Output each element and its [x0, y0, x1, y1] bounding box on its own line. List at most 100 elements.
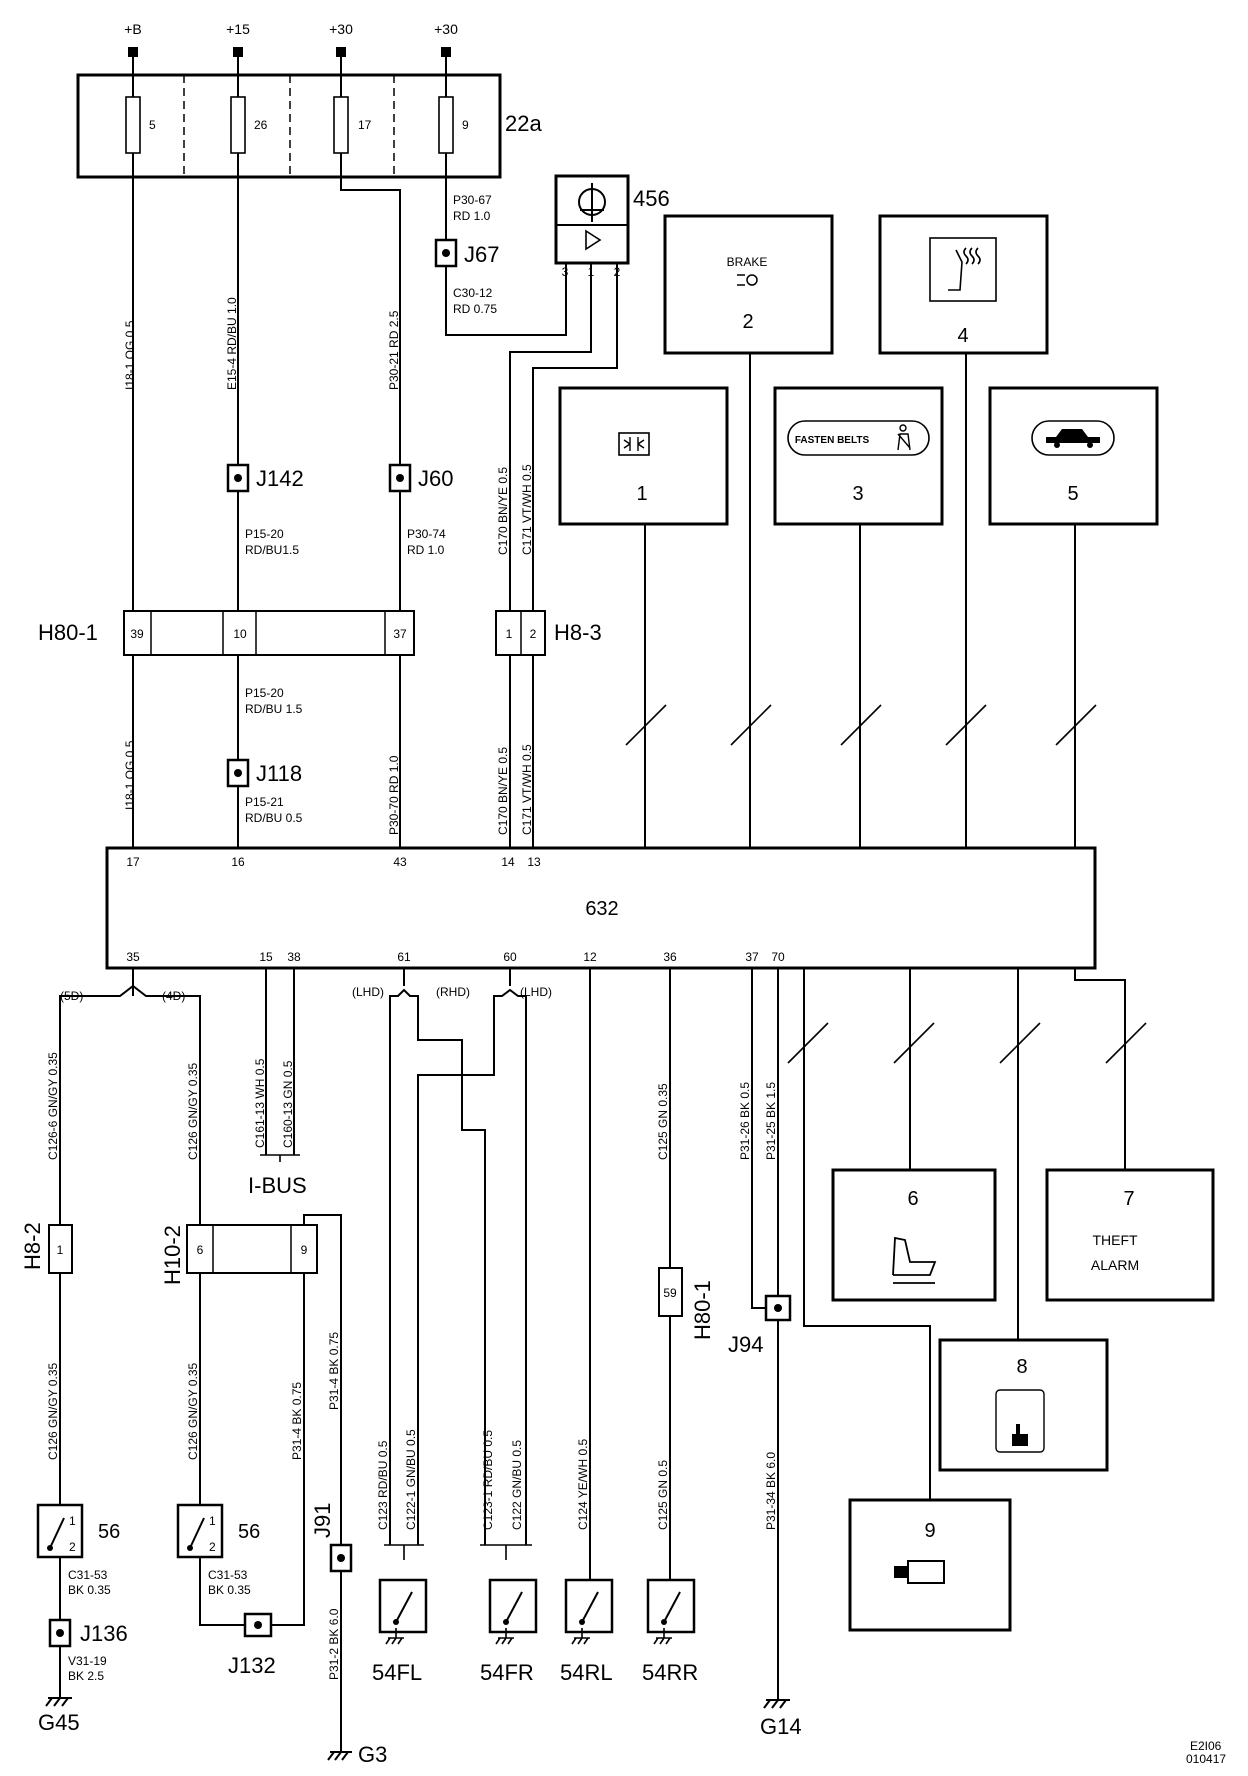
wire-label-p30-67: P30-67 [453, 193, 492, 207]
svg-text:59: 59 [663, 1286, 677, 1300]
svg-text:2: 2 [69, 1540, 76, 1554]
svg-text:35: 35 [126, 950, 140, 964]
svg-text:1: 1 [69, 1514, 76, 1528]
svg-text:15: 15 [259, 950, 273, 964]
svg-text:12: 12 [583, 950, 597, 964]
svg-text:H80-1: H80-1 [690, 1280, 715, 1340]
svg-text:2: 2 [530, 627, 537, 641]
supply-terminals: +B +15 +30 +30 [124, 21, 458, 57]
control-unit-632: 632 17 16 43 14 13 35 15 38 61 60 12 36 … [105, 846, 1097, 970]
junction-j142: J142 [226, 463, 304, 493]
svg-text:(4D): (4D) [162, 989, 185, 1003]
svg-text:54FL: 54FL [372, 1660, 422, 1685]
key-icon [894, 1560, 945, 1584]
seat-icon [892, 1236, 937, 1284]
svg-text:I18-1 OG 0.5: I18-1 OG 0.5 [123, 740, 137, 810]
component-456: 3 1 2 456 [554, 174, 670, 279]
svg-text:J142: J142 [256, 466, 304, 491]
junction-j91: J91 [310, 1503, 353, 1573]
svg-text:(LHD): (LHD) [352, 985, 384, 999]
svg-text:C170 BN/YE 0.5: C170 BN/YE 0.5 [496, 747, 510, 835]
svg-text:C170 BN/YE 0.5: C170 BN/YE 0.5 [496, 467, 510, 555]
svg-text:C126 GN/GY 0.35: C126 GN/GY 0.35 [186, 1063, 200, 1160]
svg-text:I18-1 OG 0.5: I18-1 OG 0.5 [123, 320, 137, 390]
fog-light-icon [623, 437, 645, 451]
svg-text:9: 9 [301, 1243, 308, 1257]
svg-text:P31-4 BK 0.75: P31-4 BK 0.75 [290, 1382, 304, 1460]
svg-text:2: 2 [742, 311, 753, 333]
svg-text:G14: G14 [760, 1714, 802, 1739]
fuse-17 [333, 96, 349, 154]
svg-text:C125 GN 0.35: C125 GN 0.35 [656, 1083, 670, 1160]
svg-text:10: 10 [233, 627, 247, 641]
fuse-9-label: 9 [462, 118, 469, 132]
svg-text:13: 13 [527, 855, 541, 869]
indicator-8: 8 [938, 1338, 1109, 1472]
svg-text:BK 0.35: BK 0.35 [68, 1583, 111, 1597]
svg-text:C122 GN/BU 0.5: C122 GN/BU 0.5 [510, 1440, 524, 1530]
indicator-9: 9 [848, 1498, 1012, 1632]
fuse-box-label: 22a [505, 111, 542, 136]
svg-text:P31-25 BK 1.5: P31-25 BK 1.5 [764, 1082, 778, 1160]
svg-text:8: 8 [1016, 1356, 1027, 1378]
svg-text:37: 37 [745, 950, 759, 964]
svg-text:C126-6 GN/GY 0.35: C126-6 GN/GY 0.35 [46, 1052, 60, 1160]
fuse-26 [230, 96, 246, 154]
svg-text:9: 9 [924, 1520, 935, 1542]
indicator-1-lights: 1 [558, 386, 729, 526]
svg-text:RD/BU 0.5: RD/BU 0.5 [245, 811, 303, 825]
svg-text:6: 6 [907, 1188, 918, 1210]
svg-text:(RHD): (RHD) [436, 985, 470, 999]
svg-text:70: 70 [771, 950, 785, 964]
door-switch-54fl: 54FL [372, 1578, 428, 1685]
svg-text:RD/BU1.5: RD/BU1.5 [245, 543, 299, 557]
junction-j67: J67 [434, 238, 499, 268]
svg-text:THEFT: THEFT [1092, 1232, 1138, 1248]
svg-text:P15-21: P15-21 [245, 795, 284, 809]
svg-text:P31-4 BK 0.75: P31-4 BK 0.75 [327, 1332, 341, 1410]
svg-text:C31-53: C31-53 [68, 1568, 108, 1582]
svg-text:P31-34 BK 6.0: P31-34 BK 6.0 [764, 1452, 778, 1530]
svg-text:E15-4 RD/BU 1.0: E15-4 RD/BU 1.0 [225, 297, 239, 390]
svg-text:(LHD): (LHD) [520, 985, 552, 999]
supply-terminal-30a [336, 47, 346, 57]
supply-label-b: +B [124, 21, 142, 37]
svg-text:56: 56 [98, 1521, 120, 1543]
svg-text:RD 1.0: RD 1.0 [407, 543, 445, 557]
supply-terminal-15 [233, 47, 243, 57]
svg-text:BK 0.35: BK 0.35 [208, 1583, 251, 1597]
indicator-5-car: 5 [988, 386, 1159, 526]
supply-terminal-30b [441, 47, 451, 57]
connector-h8-2: 1 H8-2 [20, 1222, 73, 1274]
svg-text:14: 14 [501, 855, 515, 869]
svg-text:C126 GN/GY 0.35: C126 GN/GY 0.35 [46, 1363, 60, 1460]
svg-text:54FR: 54FR [480, 1660, 534, 1685]
supply-label-15: +15 [226, 21, 250, 37]
supply-terminal-b [128, 47, 138, 57]
door-switch-56-right: 1 2 56 [176, 1503, 260, 1559]
svg-text:BRAKE: BRAKE [727, 255, 768, 269]
fuse-26-label: 26 [254, 118, 268, 132]
svg-text:C125 GN 0.5: C125 GN 0.5 [656, 1460, 670, 1530]
svg-text:39: 39 [130, 627, 144, 641]
brake-icon [737, 274, 758, 286]
seatbelt-icon [897, 424, 911, 451]
indicator-4-seat-heat: 4 [878, 214, 1049, 355]
svg-text:C31-53: C31-53 [208, 1568, 248, 1582]
svg-text:7: 7 [1123, 1188, 1134, 1210]
junction-j136: J136 [48, 1618, 128, 1648]
door-switch-54rr: 54RR [642, 1578, 698, 1685]
control-unit-632-label: 632 [585, 898, 618, 920]
car-icon [1046, 429, 1100, 448]
svg-text:(5D): (5D) [60, 989, 83, 1003]
seat-heater-icon [948, 247, 981, 291]
svg-text:C171 VT/WH 0.5: C171 VT/WH 0.5 [520, 744, 534, 835]
svg-text:P30-70 RD 1.0: P30-70 RD 1.0 [387, 755, 401, 835]
svg-text:1: 1 [636, 483, 647, 505]
connector-h80-1-label: H80-1 [38, 620, 98, 645]
svg-text:36: 36 [663, 950, 677, 964]
svg-text:4: 4 [957, 325, 968, 347]
fuse-5 [125, 96, 141, 154]
hand-icon [1012, 1424, 1028, 1446]
